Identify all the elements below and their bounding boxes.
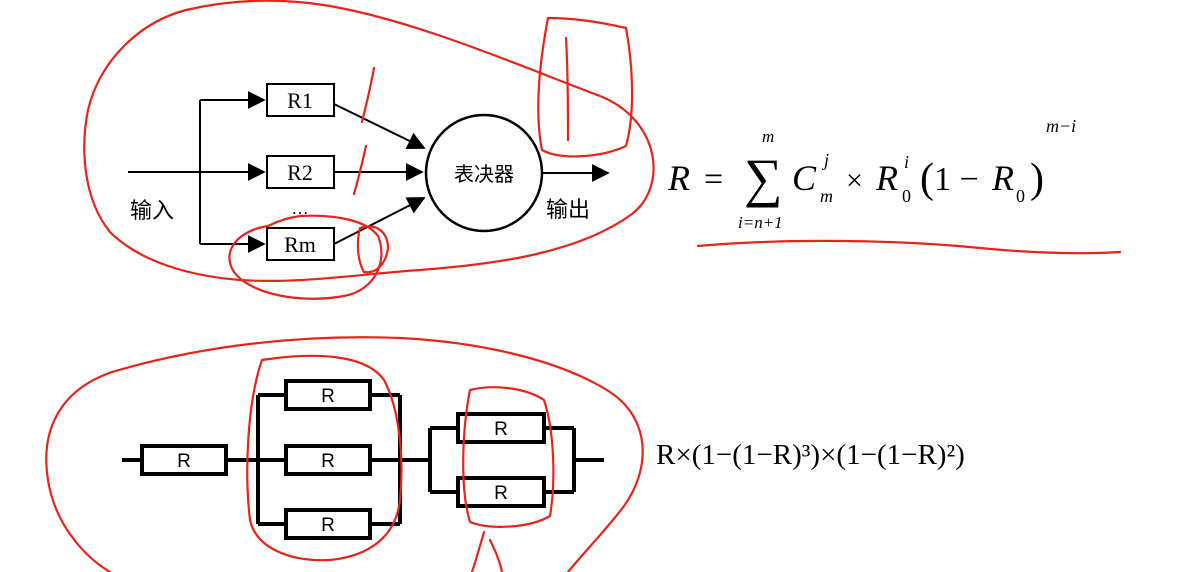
formula-R0b-sub: 0 [1016, 186, 1025, 206]
formula-R0-sup: i [904, 152, 909, 172]
voting-system-diagram [128, 83, 610, 261]
formula-C-sup: j [822, 150, 829, 170]
formula-C-sub: m [820, 186, 833, 206]
annotation-rm-loop [228, 214, 383, 300]
voter-label: 表决器 [454, 163, 514, 186]
module-label-r1: R1 [287, 88, 313, 113]
label-bank1-r-top: R [321, 386, 335, 407]
bottom-diagram-labels: R R R R R R [177, 386, 508, 536]
bottom-formula: R×(1−(1−R)³)×(1−(1−R)²) [656, 439, 965, 471]
formula-R0-sub: 0 [902, 186, 911, 206]
formula-times: × [846, 164, 863, 197]
annotation-top-loop [83, 0, 655, 283]
formula-paren-close: ) [1030, 156, 1044, 202]
formula-paren-open: ( [920, 156, 934, 202]
formula-lhs: R [667, 158, 690, 198]
formula-R0: R [875, 158, 898, 198]
label-bank2-r-bot: R [494, 483, 508, 504]
annotation-r2-tick [352, 144, 368, 196]
bank1-block-r-mid [284, 444, 372, 476]
formula-C: C [792, 158, 817, 198]
annotation-rm-box [356, 225, 390, 274]
label-bank1-r-mid: R [321, 451, 335, 472]
series-parallel-diagram [122, 379, 604, 540]
input-label: 输入 [130, 198, 174, 223]
formula-exponent: m−i [1046, 116, 1076, 136]
formula-one-minus: 1 − [934, 161, 979, 198]
formula-equals: = [704, 161, 723, 198]
bank2-block-r-top [456, 412, 546, 444]
formula-sum-upper: m [762, 127, 774, 146]
bank2-block-r-bot [456, 476, 546, 508]
bank1-block-r-bot [284, 508, 372, 540]
module-ellipsis: … [291, 198, 309, 218]
top-diagram-labels: 输入 输出 表决器 R1 R2 Rm … [130, 88, 590, 257]
bank1-block-r-top [284, 379, 372, 411]
module-box-r1 [266, 83, 335, 117]
r1-to-voter-arrow [333, 103, 426, 149]
module-label-r2: R2 [287, 160, 313, 185]
annotation-formula-underline [696, 239, 1122, 255]
formula-R0b: R [991, 158, 1014, 198]
annotation-bank1-loop [246, 354, 403, 562]
annotation-bottom-loop [45, 336, 644, 572]
series-block-r [140, 444, 228, 476]
red-annotations [45, 0, 1122, 572]
annotation-bank2-tick [470, 530, 504, 572]
formula-sum-lower: i=n+1 [738, 213, 783, 232]
label-bank1-r-bot: R [321, 515, 335, 536]
annotation-bank2-loop [462, 386, 555, 528]
annotation-r1-tick [360, 66, 376, 124]
module-label-rm: Rm [284, 232, 316, 257]
label-series-r: R [177, 451, 191, 472]
annotation-output-tick [564, 36, 570, 142]
output-label: 输出 [546, 197, 590, 222]
top-formula: R = ∑ m i=n+1 C j m × R i 0 ( 1 − R 0 ) … [667, 116, 1076, 232]
formula-sum: ∑ [744, 148, 783, 208]
rm-to-voter-arrow [333, 197, 426, 245]
label-bank2-r-top: R [494, 419, 508, 440]
annotation-output-box [537, 16, 634, 158]
